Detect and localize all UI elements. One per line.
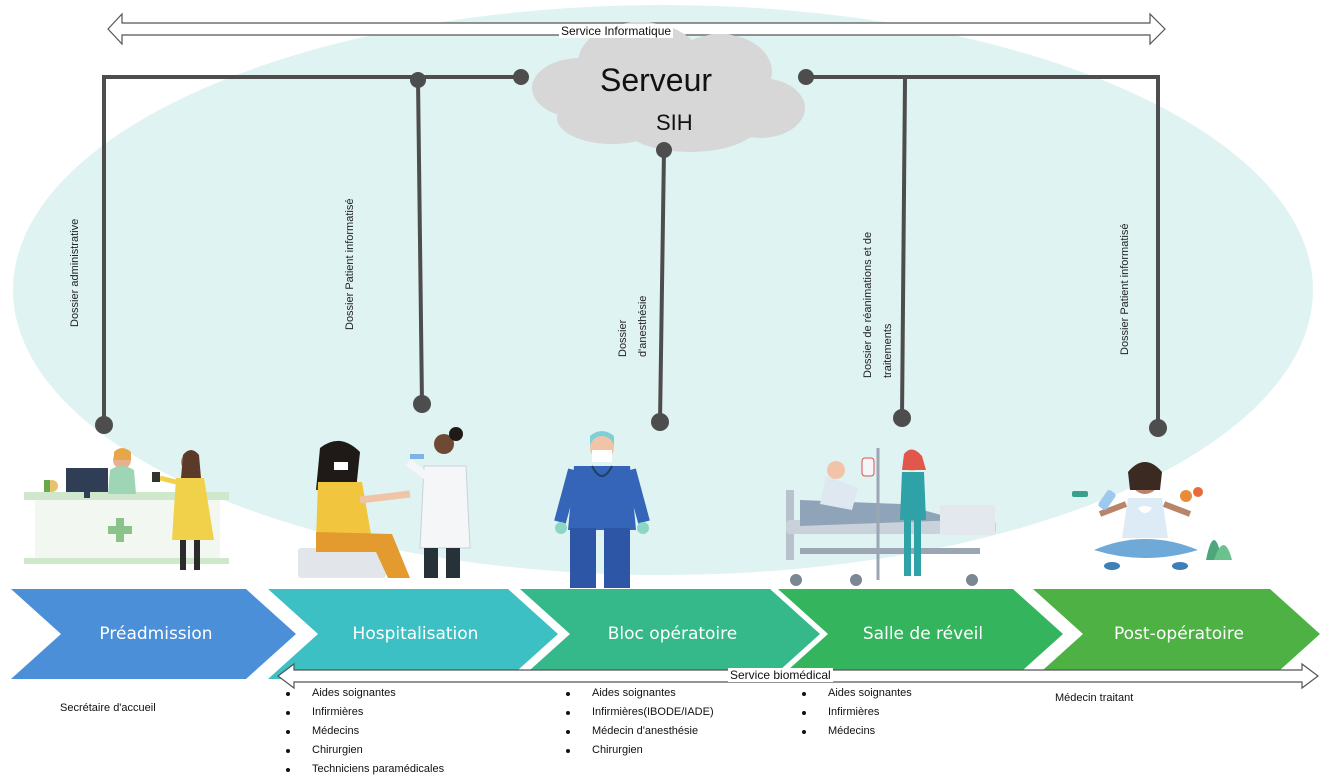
stage-label-postop: Post-opératoire: [1114, 624, 1244, 644]
role-item: Chirurgien: [562, 741, 714, 760]
roles-list-reveil: Aides soignantes Infirmières Médecins: [798, 684, 912, 741]
vaccination-icon: [298, 427, 471, 578]
role-item: Chirurgien: [282, 741, 444, 760]
stage-label-hospitalisation: Hospitalisation: [352, 624, 479, 644]
connector-lines: [102, 75, 1160, 428]
connector-dots: [95, 69, 1167, 437]
dossier-label-hospitalisation: Dossier Patient informatisé: [344, 198, 356, 330]
role-item: Aides soignantes: [282, 684, 444, 703]
role-item: Aides soignantes: [798, 684, 912, 703]
roles-list-bloc: Aides soignantes Infirmières(IBODE/IADE)…: [562, 684, 714, 760]
hospital-bed-icon: [786, 448, 996, 586]
dossier-label-bloc-line1: Dossier: [617, 319, 629, 357]
dossier-label-postop: Dossier Patient informatisé: [1119, 223, 1131, 355]
reception-desk-icon: [24, 448, 229, 570]
role-postop: Médecin traitant: [1055, 692, 1134, 704]
role-item: Médecins: [798, 722, 912, 741]
role-item: Infirmières: [282, 703, 444, 722]
dossier-label-reveil-line1: Dossier de réanimations et de: [862, 231, 874, 378]
role-preadmission: Secrétaire d'accueil: [60, 702, 156, 714]
roles-list-hospitalisation: Aides soignantes Infirmières Médecins Ch…: [282, 684, 444, 779]
dossier-label-reveil-line2: traitements: [882, 323, 894, 378]
role-item: Médecins: [282, 722, 444, 741]
surgeon-icon: [554, 431, 650, 588]
role-item: Infirmières: [798, 703, 912, 722]
top-arrow-label: Service Informatique: [559, 24, 674, 38]
role-item: Infirmières(IBODE/IADE): [562, 703, 714, 722]
role-item: Aides soignantes: [562, 684, 714, 703]
dossier-label-preadmission: Dossier administrative: [69, 218, 81, 327]
bottom-arrow-label: Service biomédical: [728, 668, 833, 682]
dossier-label-bloc-line2: d'anesthésie: [637, 295, 649, 357]
stage-label-reveil: Salle de réveil: [862, 624, 984, 644]
server-title: Serveur: [600, 62, 713, 98]
stage-label-preadmission: Préadmission: [99, 624, 213, 644]
stage-chevrons: [11, 589, 1320, 679]
role-item: Techniciens paramédicales: [282, 760, 444, 779]
server-subtitle: SIH: [656, 110, 693, 135]
meditation-icon: [1072, 462, 1232, 570]
role-item: Médecin d'anesthésie: [562, 722, 714, 741]
server-cloud-icon: [532, 22, 805, 152]
stage-label-bloc: Bloc opératoire: [607, 624, 738, 644]
